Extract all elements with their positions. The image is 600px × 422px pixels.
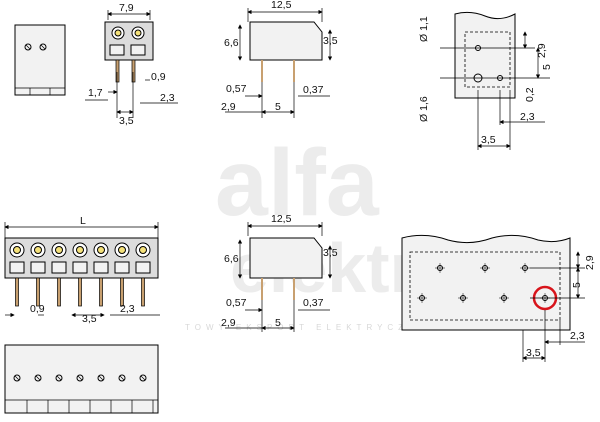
screw-mark (55, 374, 63, 382)
dim-length: L (80, 215, 86, 227)
wire-entry (51, 261, 67, 274)
pin (36, 277, 40, 307)
dim-y3: 0,2 (524, 87, 536, 102)
screw-slot (140, 375, 146, 381)
dim-h1: 6,6 (224, 37, 239, 49)
dim-length: 12,5 (271, 213, 292, 225)
pole-array (9, 242, 151, 307)
dim-pin: 0,9 (151, 71, 166, 83)
screw-slot (98, 375, 104, 381)
view-pcb-multi: 2,9 5 2,3 3,5 (401, 234, 596, 362)
dim-x1: 2,3 (520, 111, 535, 123)
pin (99, 277, 103, 307)
dim-pitch: 3,5 (82, 313, 97, 325)
dim-h1: 6,6 (224, 253, 239, 265)
dim-y1: 2,9 (584, 255, 596, 270)
dim-d: 0,37 (303, 84, 324, 96)
dim-a: 0,57 (226, 83, 247, 95)
view-front-multi: L 0,9 3,5 2,3 (4, 215, 160, 325)
view-back-multi (4, 344, 159, 414)
view-back-single (14, 24, 66, 96)
dim-width: 7,9 (119, 2, 134, 14)
watermark-tagline: TOWY EKSPORT ELEKTRYCZNY (185, 323, 429, 332)
screw-mark (13, 374, 21, 382)
dim-pitch: 3,5 (119, 115, 134, 127)
dim-b: 2,3 (120, 303, 135, 315)
wire-entry (135, 261, 151, 274)
side-body-single (249, 21, 323, 61)
dim-a: 1,7 (88, 87, 103, 99)
release-button (118, 246, 126, 254)
view-side-single: 12,5 6,6 3,5 0,57 0,37 2,9 5 (221, 0, 338, 118)
screw-mark (34, 374, 42, 382)
pin (120, 277, 124, 307)
pin (57, 277, 61, 307)
dim-d1: Ø 1,1 (418, 16, 430, 42)
wire-entry (93, 261, 109, 274)
release-button (34, 246, 42, 254)
screw-slot (14, 375, 20, 381)
view-side-multi: 12,5 6,6 3,5 0,57 0,37 2,9 5 (221, 213, 338, 332)
dim-x2: 3,5 (481, 134, 496, 146)
dim-b: 2,9 (221, 101, 236, 113)
view-front-single: 7,9 1,7 0,9 3,5 2,3 (85, 2, 178, 127)
pin (115, 59, 120, 83)
wire-entry (30, 261, 46, 274)
dim-d: 0,37 (303, 297, 324, 309)
dim-pin: 0,9 (30, 303, 45, 315)
wire-entry (114, 261, 130, 274)
screw-mark (76, 374, 84, 382)
dim-x1: 2,3 (570, 330, 585, 342)
screw-mark (97, 374, 105, 382)
side-body-multi (249, 237, 323, 279)
wire-entry (72, 261, 88, 274)
pin (15, 277, 19, 307)
pin (141, 277, 145, 307)
dim-d2: Ø 1,6 (418, 96, 430, 122)
pin (131, 59, 136, 83)
release-button (139, 246, 147, 254)
view-pcb-single: Ø 1,1 Ø 1,6 2,9 5 0,2 2,3 3,5 (418, 11, 553, 150)
dim-y2: 5 (541, 64, 553, 70)
back-pole-array (13, 374, 154, 413)
dim-h2: 3,5 (323, 35, 338, 47)
screw-slot (119, 375, 125, 381)
dim-y2: 5 (571, 282, 583, 288)
dim-c: 5 (275, 317, 281, 329)
dim-h2: 3,5 (323, 247, 338, 259)
dim-length: 12,5 (271, 0, 292, 11)
screw-mark (118, 374, 126, 382)
dim-x2: 3,5 (526, 347, 541, 359)
release-button (97, 246, 105, 254)
release-button (76, 246, 84, 254)
dim-b: 2,9 (221, 317, 236, 329)
watermark-brand-top: alfa (215, 130, 380, 236)
screw-slot (77, 375, 83, 381)
screw-slot (56, 375, 62, 381)
screw-mark (139, 374, 147, 382)
screw-slot (35, 375, 41, 381)
release-button (55, 246, 63, 254)
release-button (13, 246, 21, 254)
wire-entry (9, 261, 25, 274)
dim-b: 2,3 (160, 92, 175, 104)
dim-c: 5 (275, 101, 281, 113)
pin (78, 277, 82, 307)
dim-a: 0,57 (226, 297, 247, 309)
